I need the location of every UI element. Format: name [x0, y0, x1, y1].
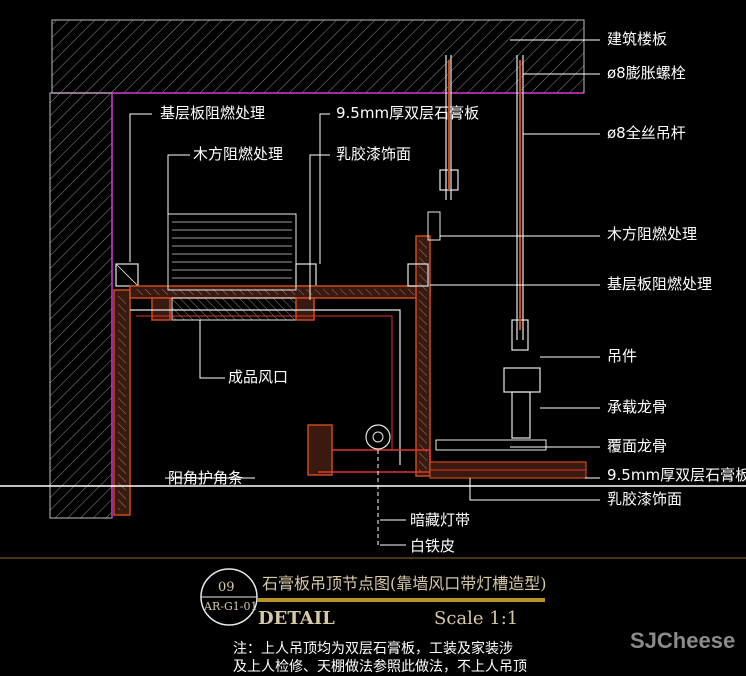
sheet-number: AR-G1-01 — [204, 600, 258, 613]
label-base-board-right: 基层板阻燃处理 — [607, 275, 713, 293]
label-gypsum-right: 9.5mm厚双层石膏板 — [607, 466, 746, 484]
label-hidden-light: 暗藏灯带 — [410, 511, 471, 529]
label-hanger: 吊件 — [607, 347, 638, 365]
label-expansion-bolt: ø8膨胀螺栓 — [607, 64, 686, 82]
label-wood-batten-left: 木方阻燃处理 — [193, 145, 284, 163]
label-base-board-left: 基层板阻燃处理 — [160, 104, 266, 122]
label-building-slab: 建筑楼板 — [607, 30, 668, 48]
wood-batten-left — [115, 263, 139, 287]
concrete-wall — [49, 92, 113, 519]
building-slab — [51, 19, 585, 94]
led-strip — [365, 424, 391, 450]
label-latex-left: 乳胶漆饰面 — [336, 145, 412, 163]
note-line-2: 及上人检修、天棚做法参照此做法，不上人吊顶 — [233, 659, 527, 675]
label-latex-right: 乳胶漆饰面 — [607, 490, 683, 508]
finished-vent — [167, 213, 297, 291]
label-threaded-rod: ø8全丝吊杆 — [607, 124, 686, 142]
label-gypsum-left: 9.5mm厚双层石膏板 — [336, 104, 480, 122]
label-tin-sheet: 白铁皮 — [410, 537, 456, 555]
label-wood-batten-right: 木方阻燃处理 — [607, 225, 698, 243]
drawing-title: 石膏板吊顶节点图(靠墙风口带灯槽造型) — [262, 574, 547, 593]
watermark: SJCheese — [630, 628, 736, 653]
detail-label: DETAIL — [258, 608, 335, 629]
label-cover-keel: 覆面龙骨 — [607, 437, 668, 455]
detail-number: 09 — [218, 580, 235, 595]
label-main-keel: 承载龙骨 — [607, 398, 668, 416]
scale-label: Scale 1:1 — [434, 608, 519, 629]
label-vent: 成品风口 — [228, 368, 289, 386]
label-corner-strip: 阳角护角条 — [168, 469, 244, 487]
light-trough — [307, 424, 333, 476]
note-line-1: 注：上人吊顶均为双层石膏板，工装及家装涉 — [233, 641, 513, 657]
